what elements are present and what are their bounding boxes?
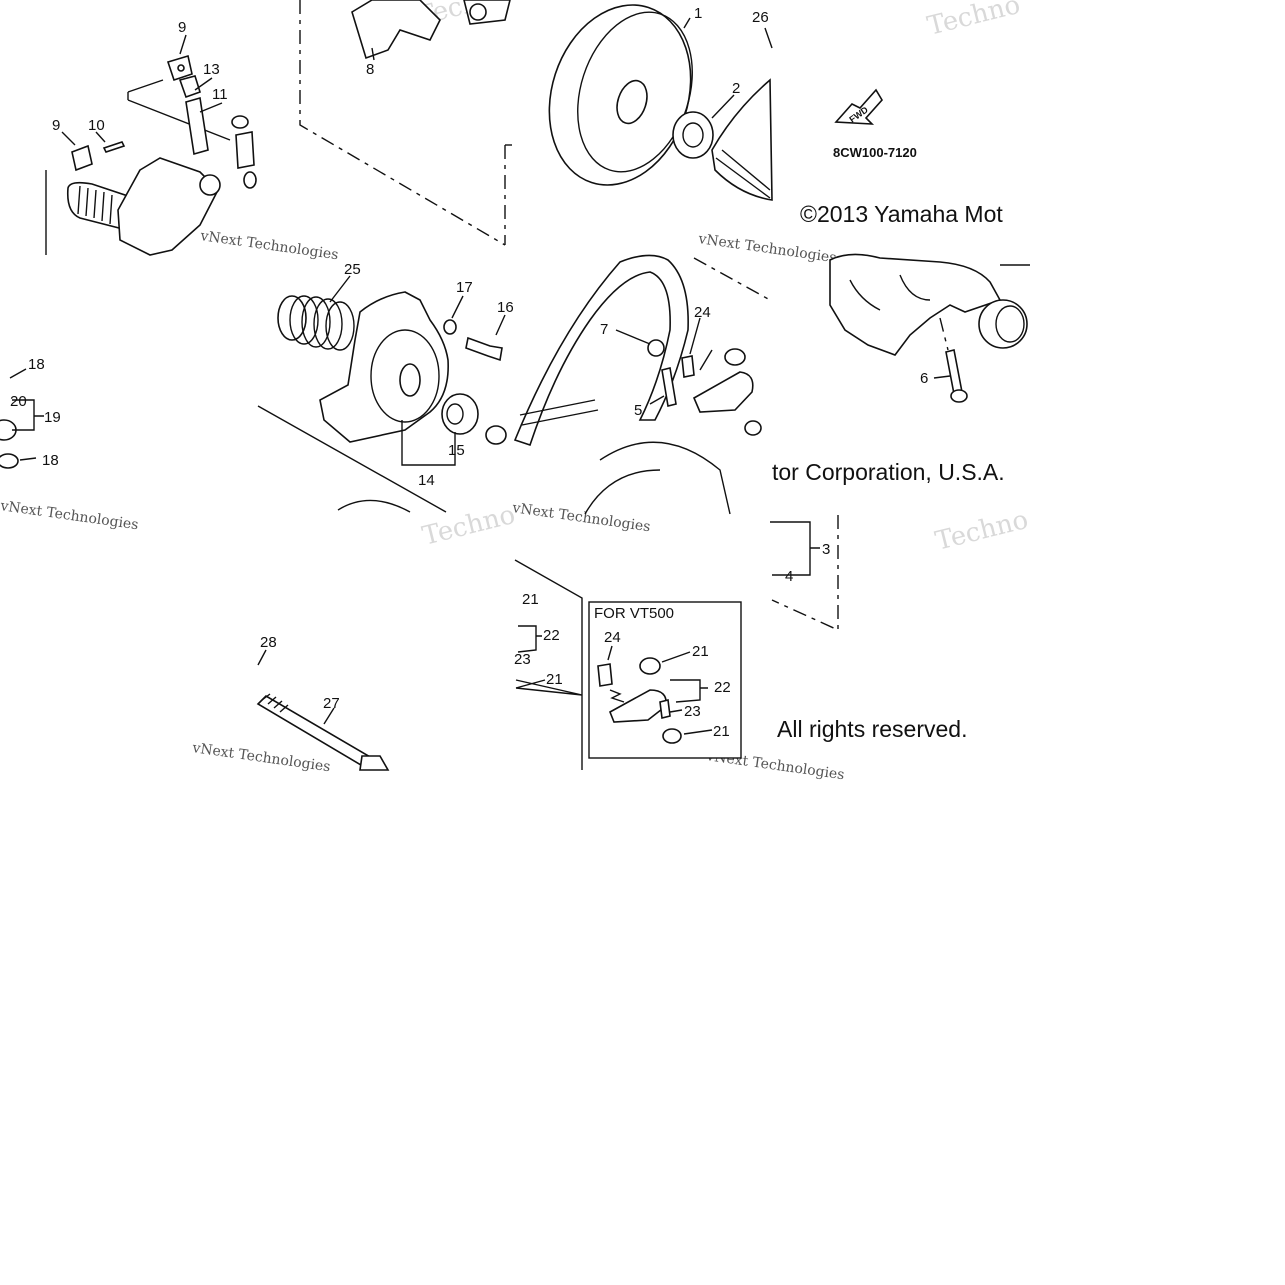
- inset-for-vt500: FOR VT500 24 21 22 23 21: [588, 601, 742, 759]
- callout-number: 19: [44, 409, 61, 426]
- callout-number: 21: [692, 643, 709, 660]
- callout-number: 20: [10, 393, 27, 410]
- callout-number: 5: [634, 402, 642, 419]
- callout-number: 6: [920, 370, 928, 387]
- callout-number: 11: [212, 86, 228, 103]
- callout-number: 26: [752, 9, 769, 26]
- callout-number: 23: [684, 703, 701, 720]
- callout-number: 1: [694, 5, 702, 22]
- watermark-sub: vNext Technologies: [510, 500, 651, 535]
- tile-housing: 6: [829, 253, 1030, 403]
- watermark: Techno: [419, 500, 518, 552]
- callout-number: 2: [732, 80, 740, 97]
- callout-number: 22: [714, 679, 731, 696]
- callout-number: 4: [785, 568, 793, 585]
- fwd-indicator: FWD 8CW100-7120: [833, 88, 917, 160]
- callout-number: 24: [604, 629, 621, 646]
- watermark-sub: vNext Technologies: [198, 228, 339, 263]
- watermark: Techno: [924, 0, 1023, 42]
- callout-number: 23: [514, 651, 531, 668]
- callout-number: 24: [694, 304, 711, 321]
- callout-number: 27: [323, 695, 340, 712]
- watermark-sub: vNext Technologies: [190, 740, 331, 775]
- tile-part-8: 8: [299, 0, 512, 246]
- callout-number: 21: [546, 671, 563, 688]
- callout-number: 17: [456, 279, 473, 296]
- callout-number: 16: [497, 299, 514, 316]
- callout-number: 22: [543, 627, 560, 644]
- copyright-line-3: All rights reserved.: [777, 716, 967, 742]
- part-code: 8CW100-7120: [833, 145, 917, 160]
- callout-number: 8: [366, 61, 374, 78]
- callout-number: 21: [522, 591, 539, 608]
- tile-weights: 18 20 19 18: [0, 356, 61, 469]
- tile-belt-pins: 7 24 5: [513, 254, 771, 515]
- callout-number: 13: [203, 61, 220, 78]
- bracket-3-4: 3 4: [770, 515, 839, 632]
- watermark: Techno: [932, 505, 1031, 557]
- copyright-line-2: tor Corporation, U.S.A.: [772, 459, 1005, 485]
- copyright-line-1: ©2013 Yamaha Mot: [800, 201, 1003, 227]
- callout-number: 18: [42, 452, 59, 469]
- callout-number: 28: [260, 634, 277, 651]
- callout-number: 25: [344, 261, 361, 278]
- watermark-sub: vNext Technologies: [696, 231, 837, 266]
- watermark-sub: vNext Technologies: [0, 498, 139, 533]
- callout-number: 7: [600, 321, 608, 338]
- callout-number: 3: [822, 541, 830, 558]
- inset-title: FOR VT500: [594, 605, 674, 622]
- spring: [277, 295, 355, 351]
- callout-number: 10: [88, 117, 105, 134]
- tile-spring-cover: 25 17 16 15 14: [257, 261, 514, 513]
- callout-number: 9: [178, 19, 186, 36]
- tile-shift-fork: 9 13 11 9 10: [45, 19, 257, 256]
- callout-number: 9: [52, 117, 60, 134]
- callout-number: 14: [418, 472, 435, 489]
- callout-number: 18: [28, 356, 45, 373]
- tile-sheave: 1 26 2: [548, 4, 773, 201]
- tile-vt500: 21 22 23 21 FOR VT500 24 21 22 23 21: [514, 559, 742, 770]
- callout-number: 15: [448, 442, 465, 459]
- tile-long-bolt: 28 27: [256, 634, 390, 771]
- callout-number: 21: [713, 723, 730, 740]
